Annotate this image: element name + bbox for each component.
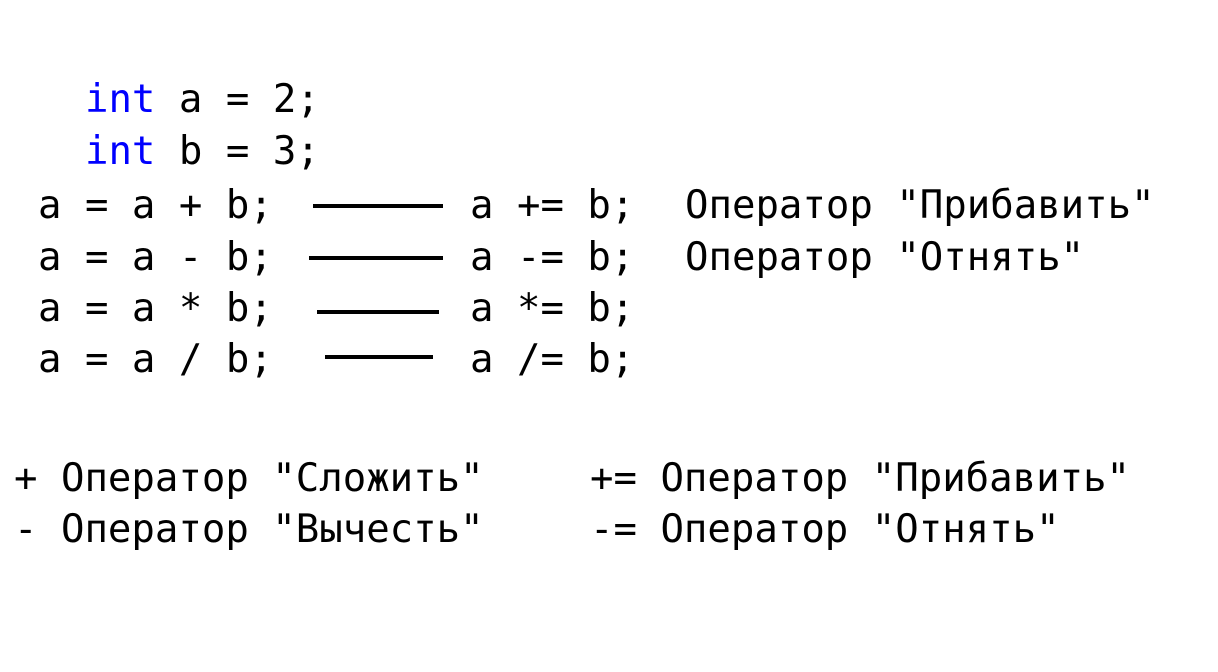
note-subtract: Оператор "Отнять": [685, 235, 1085, 280]
declaration-a: int a = 2;: [38, 28, 320, 124]
legend-add-operator: + Оператор "Сложить": [14, 456, 484, 501]
connector-line: [313, 204, 443, 208]
short-form-multiply: a *= b;: [470, 286, 635, 331]
legend-subtract-operator: - Оператор "Вычесть": [14, 507, 484, 552]
connector-line: [317, 310, 439, 314]
short-form-subtract: a -= b;: [470, 235, 635, 280]
long-form-divide: a = a / b;: [38, 337, 273, 382]
short-form-add: a += b;: [470, 183, 635, 228]
declaration-b-rest: b = 3;: [155, 129, 320, 174]
connector-line: [309, 256, 443, 260]
declaration-a-rest: a = 2;: [155, 77, 320, 122]
legend-add-assign-operator: += Оператор "Прибавить": [590, 456, 1131, 501]
note-add: Оператор "Прибавить": [685, 183, 1155, 228]
connector-line: [325, 355, 433, 359]
long-form-multiply: a = a * b;: [38, 286, 273, 331]
short-form-divide: a /= b;: [470, 337, 635, 382]
int-keyword: int: [84, 77, 156, 122]
int-keyword: int: [84, 129, 156, 174]
long-form-add: a = a + b;: [38, 183, 273, 228]
declaration-b: int b = 3;: [38, 80, 320, 176]
long-form-subtract: a = a - b;: [38, 235, 273, 280]
legend-subtract-assign-operator: -= Оператор "Отнять": [590, 507, 1060, 552]
